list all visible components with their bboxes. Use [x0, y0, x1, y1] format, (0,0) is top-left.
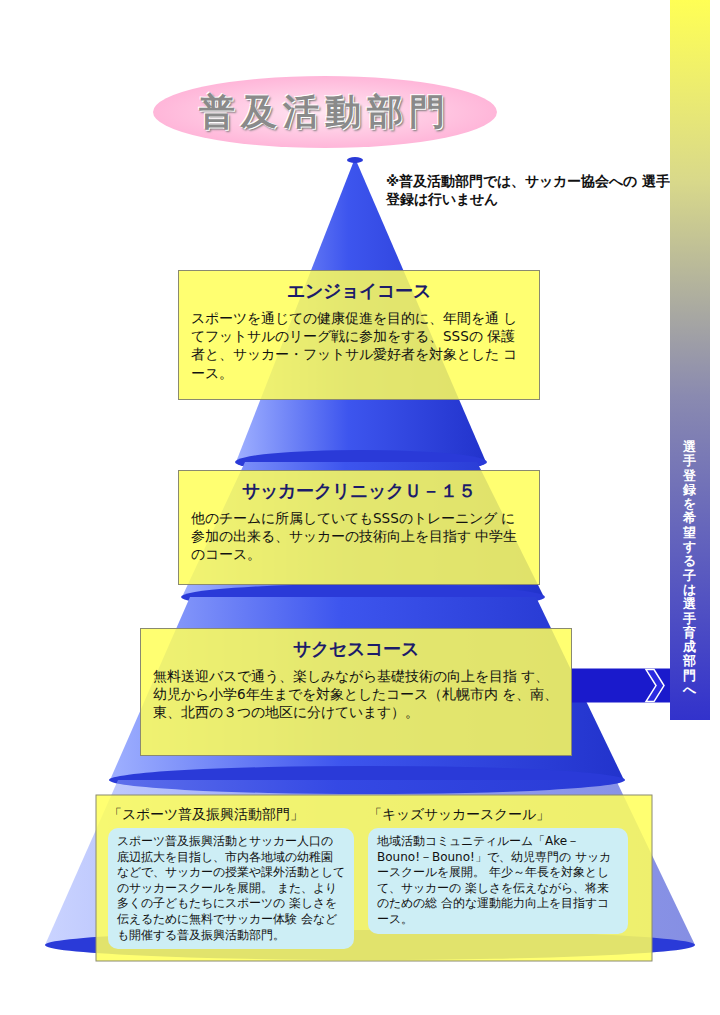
activity-description: 地域活動コミュニティルーム「Ake－ Bouno!－Bouno!」で、幼児専門の… — [377, 834, 619, 928]
title-ellipse — [153, 76, 497, 148]
activity-box: 「スポーツ普及振興活動部門」スポーツ普及振興活動とサッカー人口の 底辺拡大を目指… — [108, 806, 354, 956]
activity-heading: 「スポーツ普及振興活動部門」 — [108, 806, 304, 824]
course-description: スポーツを通じての健康促進を目的に、年間を通 してフットサルのリーグ戦に参加をす… — [191, 309, 527, 382]
note-label: ※普及活動部門では、サッカー協会への 選手登録は行いません — [386, 172, 676, 208]
cone-tier — [110, 597, 624, 780]
course-heading: エンジョイコース — [191, 279, 527, 303]
diagram-title: 普及活動部門 — [199, 88, 451, 137]
rounded-panel: スポーツ普及振興活動とサッカー人口の 底辺拡大を目指し、市内各地域の幼稚園 など… — [108, 828, 354, 949]
arrow-band — [572, 669, 670, 703]
course-box: サッカークリニックＵ－１５ 他のチームに所属していてもSSSのトレーニング に参加… — [178, 470, 540, 585]
activity-heading: 「キッズサッカースクール」 — [368, 806, 550, 824]
cone-apex — [347, 157, 363, 163]
activity-box: 「キッズサッカースクール」地域活動コミュニティルーム「Ake－ Bouno!－B… — [368, 806, 628, 956]
flow-arrow — [572, 670, 670, 702]
vertical-note: 選手登録を希望する子は選手育成部門へ — [683, 440, 696, 697]
bottom-panel — [96, 795, 652, 961]
activity-description: スポーツ普及振興活動とサッカー人口の 底辺拡大を目指し、市内各地域の幼稚園 など… — [117, 834, 345, 943]
course-heading: サクセスコース — [153, 637, 559, 661]
course-description: 無料送迎バスで通う、楽しみながら基礎技術の向上を目指 す、幼児から小学6年生まで… — [153, 667, 559, 722]
course-description: 他のチームに所属していてもSSSのトレーニング に参加の出来る、サッカーの技術向… — [191, 509, 527, 564]
course-heading: サッカークリニックＵ－１５ — [191, 479, 527, 503]
course-box: エンジョイコーススポーツを通じての健康促進を目的に、年間を通 してフットサルのリ… — [178, 270, 540, 400]
arrow-head — [646, 670, 664, 702]
course-box: サクセスコース無料送迎バスで通う、楽しみながら基礎技術の向上を目指 す、幼児から… — [140, 628, 572, 756]
guide-band: 選手登録を希望する子は選手育成部門へ — [670, 0, 710, 720]
rounded-panel: 地域活動コミュニティルーム「Ake－ Bouno!－Bouno!」で、幼児専門の… — [368, 828, 628, 934]
